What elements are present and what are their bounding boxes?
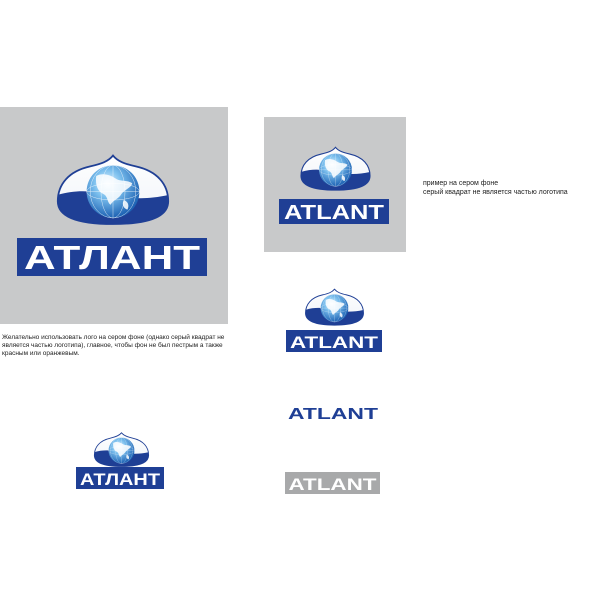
logo-text-medium: ATLANT [290,333,379,352]
logo-text-plain-blue: ATLANT [288,406,378,423]
emblem-gray-panel [298,145,373,193]
logo-wordmark-large-cyrillic: АТЛАНТ [17,238,207,276]
logo-wordmark-small-cyrillic: АТЛАНТ [76,467,164,489]
usage-note-left: Желательно использовать лого на сером фо… [2,334,225,358]
logo-text-small: АТЛАНТ [80,470,161,489]
logo-text-gray-panel: ATLANT [284,202,384,224]
usage-note-right-line2: серый квадрат не является частью логотип… [423,188,568,196]
globe-dome-icon [52,152,174,227]
globe-dome-icon [303,287,366,327]
logo-wordmark-plain-gray: ATLANT [285,472,380,494]
logo-text-large: АТЛАНТ [24,239,200,276]
emblem-medium [303,287,366,327]
emblem-large [52,152,174,227]
logo-wordmark-plain-blue: ATLANT [286,403,380,423]
globe-dome-icon [298,145,373,192]
logo-wordmark-gray-panel-latin: ATLANT [279,199,389,224]
logo-wordmark-medium-latin: ATLANT [286,330,382,352]
emblem-small [92,431,151,468]
logo-text-plain-gray: ATLANT [289,475,378,494]
usage-note-right-line1: пример на сером фоне [423,180,499,187]
globe-dome-icon [92,431,151,468]
usage-note-right: пример на сером фоне серый квадрат не яв… [423,180,598,198]
